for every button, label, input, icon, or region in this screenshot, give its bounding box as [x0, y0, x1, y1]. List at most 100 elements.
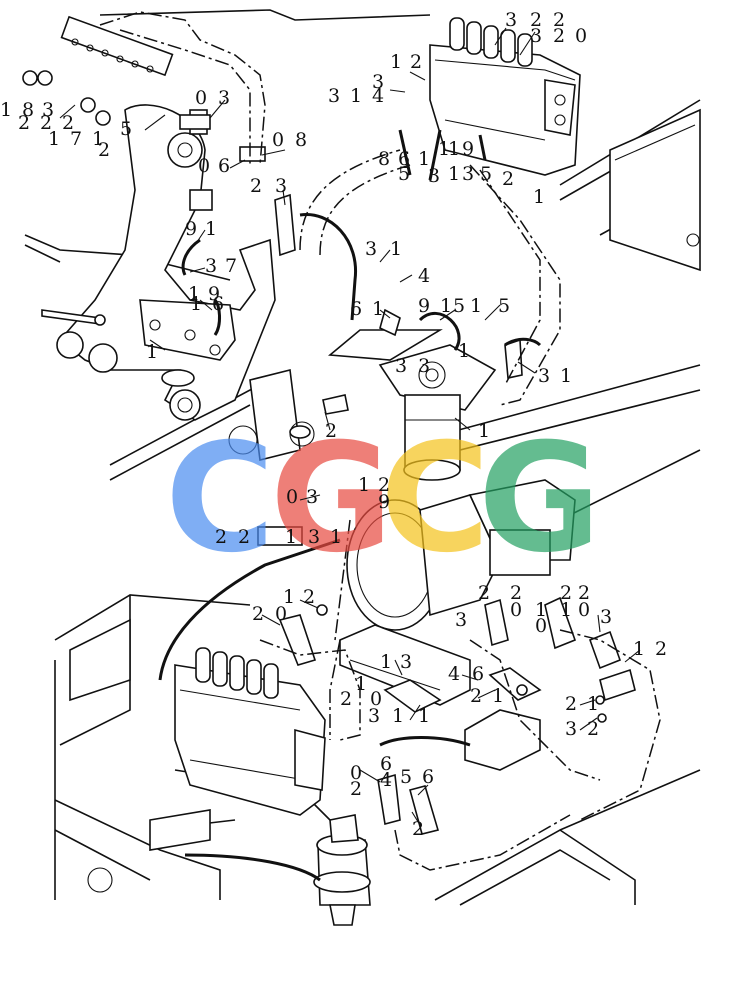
callout-label: 2	[252, 603, 264, 625]
callout-label: 1	[350, 85, 362, 107]
callout-label: 0	[286, 486, 298, 508]
callout-label: 6	[212, 293, 224, 315]
swivel-joint	[327, 329, 497, 481]
callout-label: 1	[392, 705, 404, 727]
callout-label: 2	[510, 582, 522, 604]
callout-label: 1	[48, 128, 60, 150]
callout-label: 1	[492, 685, 504, 707]
callout-label: 4	[418, 265, 430, 287]
callout-label: 5	[498, 295, 510, 317]
callout-label: 3	[42, 99, 54, 121]
callout-label: 4	[380, 769, 392, 791]
callout-label: 1	[372, 298, 384, 320]
callout-label: 1	[190, 293, 202, 315]
callout-label: 1	[418, 705, 430, 727]
callout-label: 6	[422, 766, 434, 788]
callout-label: 3	[600, 606, 612, 628]
watermark: C G C G	[165, 412, 601, 586]
leader-lines	[59, 27, 641, 826]
callout-label: 5	[480, 163, 492, 185]
callout-label: 0	[198, 155, 210, 177]
callout-label: 2	[18, 112, 30, 134]
callout-label: 2	[250, 175, 262, 197]
watermark-letter-4: G	[478, 412, 601, 586]
callout-label: 3	[455, 609, 467, 631]
callout-label: 3	[372, 71, 384, 93]
callout-label: 6	[472, 663, 484, 685]
callout-label: 1	[440, 295, 452, 317]
callout-label: 1	[380, 651, 392, 673]
callout-label: 0	[370, 688, 382, 710]
callout-label: 1	[355, 673, 367, 695]
callout-label: 9	[208, 283, 220, 305]
callout-label: 1	[478, 420, 490, 442]
callout-label: 2	[587, 718, 599, 740]
callout-label: 3	[418, 355, 430, 377]
callout-label: 5	[453, 295, 465, 317]
callout-label: 3	[275, 175, 287, 197]
callout-label: 2	[553, 9, 565, 31]
callout-label: 3	[395, 355, 407, 377]
callout-label: 3	[538, 365, 550, 387]
callout-label: 3	[328, 85, 340, 107]
callout-label: 2	[502, 168, 514, 190]
fittings	[22, 15, 636, 835]
control-valve-bottom	[174, 647, 326, 816]
callout-label: 3	[462, 163, 474, 185]
boom-bracket	[41, 104, 276, 421]
callout-label: 1	[470, 295, 482, 317]
callout-label: 2	[340, 688, 352, 710]
callout-label: 2	[478, 582, 490, 604]
callout-label: 1	[205, 218, 217, 240]
callout-label: 0	[272, 129, 284, 151]
watermark-letter-3: C	[380, 412, 490, 586]
callout-label: 1	[533, 186, 545, 208]
callout-labels: 3 2 2 3 2 0 1 2 3 1 4 3 1 8 3 2 2 2 0 3 …	[0, 9, 667, 840]
callout-label: 0	[578, 599, 590, 621]
callout-label: 0	[350, 762, 362, 784]
callout-label: 2	[470, 685, 482, 707]
callout-label: 3	[505, 9, 517, 31]
callout-label: 7	[225, 255, 237, 277]
callout-label: 9	[378, 491, 390, 513]
callout-label: 2	[412, 818, 424, 840]
callout-label: 2	[98, 139, 110, 161]
callout-label: 8	[295, 129, 307, 151]
callout-label: 1	[448, 138, 460, 160]
callout-label: 1	[0, 99, 12, 121]
callout-label: 2	[378, 474, 390, 496]
callout-label: 1	[358, 474, 370, 496]
callout-label: 1	[458, 340, 470, 362]
callout-label: 0	[195, 87, 207, 109]
callout-label: 0	[535, 615, 547, 637]
travel-motor	[346, 479, 576, 631]
callout-label: 3	[205, 255, 217, 277]
callout-label: 2	[560, 582, 572, 604]
callout-label: 1	[285, 526, 297, 548]
callout-label: 2	[303, 586, 315, 608]
valve-spool-caps	[449, 17, 533, 67]
callout-label: 2	[553, 25, 565, 47]
callout-label: 3	[365, 238, 377, 260]
callout-label: 4	[448, 663, 460, 685]
callout-label: 2	[655, 638, 667, 660]
callout-label: 1	[448, 163, 460, 185]
callout-label: 1	[438, 138, 450, 160]
watermark-letter-2: G	[270, 412, 393, 586]
callout-label: 9	[418, 295, 430, 317]
callout-label: 0	[275, 603, 287, 625]
callout-label: 0	[575, 25, 587, 47]
callout-label: 5	[120, 118, 132, 140]
callout-label: 2	[325, 420, 337, 442]
callout-label: 1	[92, 128, 104, 150]
callout-label: 6	[218, 155, 230, 177]
callout-label: 1	[535, 599, 547, 621]
callout-label: 1	[587, 693, 599, 715]
callout-label: 9	[462, 138, 474, 160]
callout-label: 5	[400, 766, 412, 788]
callout-label: 2	[578, 582, 590, 604]
callout-label: 3	[530, 25, 542, 47]
callout-label: 2	[62, 112, 74, 134]
callout-label: 1	[283, 586, 295, 608]
